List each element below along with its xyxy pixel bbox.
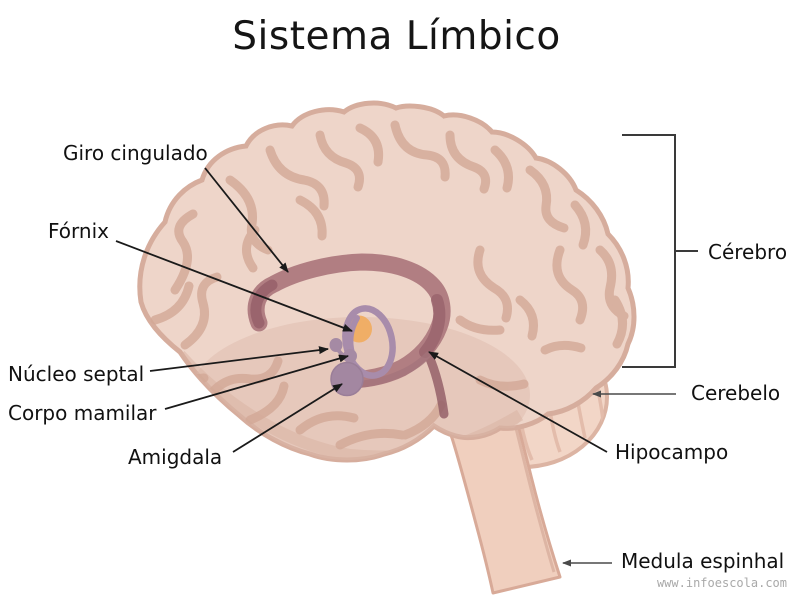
cerebrum-bracket: [622, 134, 698, 368]
arrow-nucleo-septal: [149, 346, 329, 372]
band-front-hook: [250, 279, 278, 329]
arrow-amigdala: [232, 383, 343, 453]
arrow-hipocampo: [428, 351, 608, 453]
diagram-title: Sistema Límbico: [232, 14, 561, 59]
label-hipocampo: Hipocampo: [615, 440, 729, 464]
arrow-corpo-mamilar: [164, 354, 349, 410]
fornix-ring: [342, 305, 396, 379]
side-arrows: [562, 390, 676, 567]
amygdala-shape: [330, 361, 364, 397]
label-amigdala: Amigdala: [128, 445, 223, 469]
arrow-giro-cingulado: [204, 167, 289, 273]
label-cerebro: Cérebro: [708, 240, 788, 264]
label-nucleo-septal: Núcleo septal: [8, 362, 145, 386]
label-fornix: Fórnix: [48, 219, 109, 243]
label-corpo-mamilar: Corpo mamilar: [8, 401, 157, 425]
label-medula-espinhal: Medula espinhal: [621, 549, 785, 573]
limbic-structures: [247, 253, 451, 419]
watermark: www.infoescola.com: [656, 576, 787, 590]
cerebrum: [140, 103, 634, 473]
gyri-pattern: [150, 120, 629, 450]
septal-nucleus-shape: [329, 338, 343, 352]
annotation-arrows: [115, 167, 608, 453]
arrow-fornix: [115, 240, 353, 332]
band-rear-dark-end: [419, 294, 446, 358]
label-cerebelo: Cerebelo: [691, 381, 781, 405]
label-giro-cingulado: Giro cingulado: [63, 141, 208, 165]
